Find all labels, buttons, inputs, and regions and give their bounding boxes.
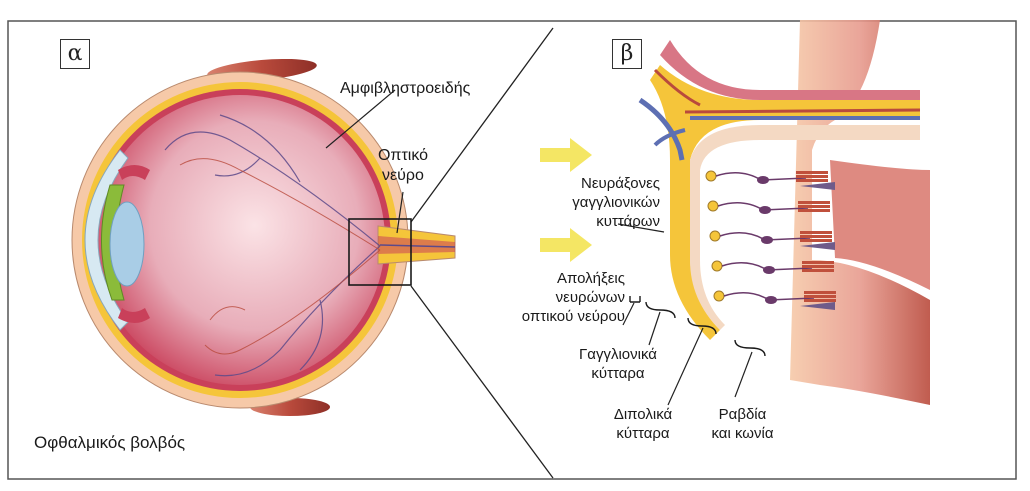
rods-cones-line-2: και κωνία xyxy=(700,424,785,443)
rods-cones-label: Ραβδία και κωνία xyxy=(700,405,785,443)
rod-cell xyxy=(798,201,830,204)
bipolar-cell xyxy=(765,296,777,304)
pointer-rods xyxy=(735,352,752,397)
rod-cell xyxy=(804,295,836,298)
ganglion-cells-line-1: Γαγγλιονικά xyxy=(568,345,668,364)
ganglion-cell xyxy=(710,231,720,241)
ganglion-cell xyxy=(708,201,718,211)
ganglion-axons-label: Νευράξονες γαγγλιονικών κυττάρων xyxy=(540,174,660,231)
rod-cell xyxy=(796,171,828,174)
optic-endings-line-1: Απολήξεις xyxy=(500,269,625,288)
ganglion-axons-line-2: γαγγλιονικών xyxy=(540,193,660,212)
panel-b-letter: β xyxy=(612,39,642,69)
ganglion-cell xyxy=(714,291,724,301)
rod-cell xyxy=(800,239,832,242)
ganglion-cells-label: Γαγγλιονικά κύτταρα xyxy=(568,345,668,383)
bipolar-cells-line-1: Διπολικά xyxy=(598,405,688,424)
zoom-line-top xyxy=(411,28,553,222)
ganglion-cells-line-2: κύτταρα xyxy=(568,364,668,383)
bipolar-cells-label: Διπολικά κύτταρα xyxy=(598,405,688,443)
eyeball-label: Οφθαλμικός βολβός xyxy=(34,434,185,452)
bipolar-cell xyxy=(763,266,775,274)
rod-cell xyxy=(796,175,828,178)
rod-cell xyxy=(798,209,830,212)
optic-nerve-endings-label: Απολήξεις νευρώνων οπτικού νεύρου xyxy=(500,269,625,326)
optic-endings-line-3: οπτικού νεύρου xyxy=(500,307,625,326)
bipolar-cell xyxy=(761,236,773,244)
rods-cones-line-1: Ραβδία xyxy=(700,405,785,424)
ganglion-cell xyxy=(706,171,716,181)
rod-cell xyxy=(800,235,832,238)
rod-cell xyxy=(802,269,834,272)
eyeball-illustration xyxy=(72,55,455,416)
rod-cell xyxy=(798,205,830,208)
optic-nerve-label: Οπτικό νεύρο xyxy=(373,146,433,186)
ganglion-cell xyxy=(712,261,722,271)
optic-nerve-label-line-2: νεύρο xyxy=(373,166,433,186)
rod-cell xyxy=(796,179,828,182)
bipolar-cells-line-2: κύτταρα xyxy=(598,424,688,443)
rod-cell xyxy=(802,261,834,264)
retina-label: Αμφιβληστροειδής xyxy=(340,80,470,98)
pointer-ganglion-cells xyxy=(649,312,660,345)
rod-cell xyxy=(804,291,836,294)
ganglion-axons-line-1: Νευράξονες xyxy=(540,174,660,193)
optic-endings-line-2: νευρώνων xyxy=(500,288,625,307)
panel-a-letter: α xyxy=(60,39,90,69)
bipolar-cell xyxy=(757,176,769,184)
lens xyxy=(110,202,144,286)
bipolar-cell xyxy=(759,206,771,214)
ganglion-axons-line-3: κυττάρων xyxy=(540,212,660,231)
rod-cell xyxy=(802,265,834,268)
rod-cell xyxy=(804,299,836,302)
pointer-bipolar xyxy=(668,328,703,405)
rod-cell xyxy=(800,231,832,234)
optic-nerve-label-line-1: Οπτικό xyxy=(373,146,433,166)
